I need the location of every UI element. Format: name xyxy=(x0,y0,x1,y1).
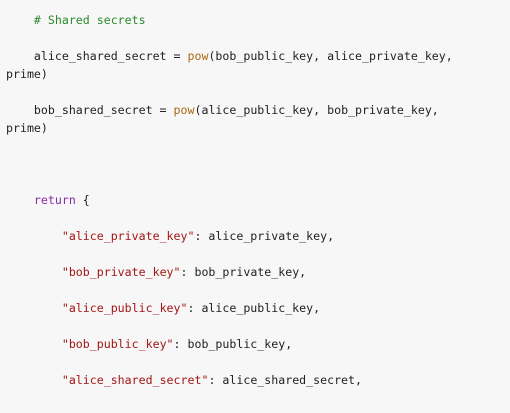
code-open-brace: { xyxy=(75,193,90,207)
blank-line xyxy=(6,353,510,371)
code-dict-key: "alice_public_key" xyxy=(61,301,188,315)
code-dict-key: "bob_private_key" xyxy=(61,265,181,279)
code-dict-value: : bob_public_key, xyxy=(173,337,293,351)
code-dict-value: : alice_shared_secret, xyxy=(208,373,362,387)
code-line-alice-shared-secret: alice_shared_secret = pow(bob_public_key… xyxy=(6,47,510,65)
code-dict-value: : alice_public_key, xyxy=(187,301,321,315)
code-assignment-lhs: alice_shared_secret = xyxy=(33,49,188,63)
code-line-dict-entry: "alice_private_key": alice_private_key, xyxy=(6,227,510,245)
blank-line xyxy=(6,137,510,155)
code-assignment-lhs: bob_shared_secret = xyxy=(33,103,174,117)
code-line-dict-entry: "alice_public_key": alice_public_key, xyxy=(6,299,510,317)
blank-line xyxy=(6,173,510,191)
code-function-args: (alice_public_key, bob_private_key, xyxy=(194,103,439,117)
code-line-comment: # Shared secrets xyxy=(6,11,510,29)
code-continuation: prime) xyxy=(6,67,48,81)
code-line-dict-entry: "bob_private_key": bob_private_key, xyxy=(6,263,510,281)
blank-line xyxy=(6,29,510,47)
blank-line xyxy=(6,317,510,335)
code-dict-key: "alice_private_key" xyxy=(61,229,195,243)
blank-line xyxy=(6,83,510,101)
code-line-continuation: prime) xyxy=(6,65,510,83)
code-dict-value: : alice_private_key, xyxy=(194,229,335,243)
code-line-bob-shared-secret: bob_shared_secret = pow(alice_public_key… xyxy=(6,101,510,119)
code-comment: # Shared secrets xyxy=(33,13,146,27)
code-line-continuation: prime) xyxy=(6,119,510,137)
code-dict-value: : bob_private_key, xyxy=(180,265,307,279)
code-line-return: return { xyxy=(6,191,510,209)
blank-line xyxy=(6,245,510,263)
code-continuation: prime) xyxy=(6,121,48,135)
code-keyword-return: return xyxy=(33,193,76,207)
code-function-name: pow xyxy=(187,49,209,63)
blank-line xyxy=(6,281,510,299)
code-dict-key: "bob_public_key" xyxy=(61,337,174,351)
blank-line xyxy=(6,155,510,173)
code-line-dict-entry: "alice_shared_secret": alice_shared_secr… xyxy=(6,371,510,389)
code-function-name: pow xyxy=(173,103,195,117)
blank-line xyxy=(6,209,510,227)
code-function-args: (bob_public_key, alice_private_key, xyxy=(208,49,453,63)
code-dict-key: "alice_shared_secret" xyxy=(61,373,209,387)
code-line-dict-entry: "bob_public_key": bob_public_key, xyxy=(6,335,510,353)
